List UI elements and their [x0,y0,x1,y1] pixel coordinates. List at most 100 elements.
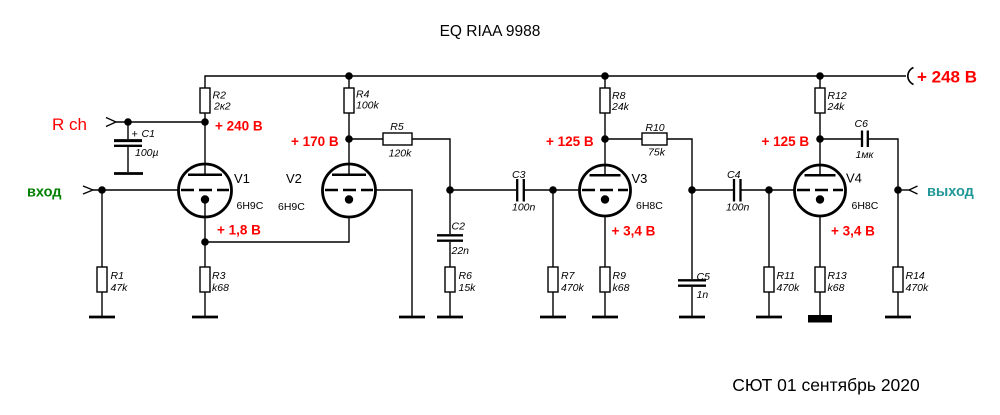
resistor-r14: R14 470k [885,190,930,319]
resistor-ref: R11 [777,270,795,282]
cathode-dot [344,195,354,204]
resistor-body [343,87,355,114]
tube-ref: V4 [846,171,862,186]
capacitor-polarity: + [132,129,138,141]
resistor-ref: R13 [828,270,847,282]
resistor-ref: R6 [459,270,473,282]
capacitor-ref: C4 [727,169,741,181]
voltage-label-v3-cathode: + 3,4 В [612,224,656,239]
resistor-value: 24k [827,101,846,113]
tube-type: 6Н9С [237,200,264,212]
resistor-body [892,266,904,293]
resistor-body [547,266,559,293]
tube-type: 6Н9С [278,201,305,213]
resistor-r3: R3 k68 [192,242,229,319]
resistor-r1: R1 47k [89,190,129,319]
resistor-value: 120k [389,148,413,160]
resistor-ref: R5 [390,121,404,133]
tube-type: 6Н8С [636,200,663,212]
capacitor-value: 100n [726,202,750,214]
resistor-value: 75k [648,147,666,159]
tube-ref: V3 [632,171,648,186]
resistor-body [199,266,211,293]
resistor-body [96,266,108,293]
wire [375,189,413,316]
output-label: выход [927,184,974,200]
resistor-ref: R14 [906,270,925,282]
resistor-value: 470k [777,282,801,294]
resistor-r10: R10 75k [605,122,693,190]
resistor-r9: R9 k68 [592,266,630,319]
tube-type: 6Н8С [852,200,879,212]
voltage-label-v3-anode: + 125 В [546,134,594,149]
wire [868,138,899,190]
input-section: вход [27,185,179,201]
resistor-body [599,266,611,293]
tube-v1: V1 6Н9С [177,122,264,242]
resistor-ref: R4 [356,89,370,101]
output-connector-icon [907,185,918,195]
resistor-ref: R1 [111,270,124,282]
resistor-ref: R10 [645,122,664,134]
resistor-ref: R8 [612,90,626,102]
capacitor-value: 1n [697,289,709,301]
resistor-r7: R7 470k [540,190,585,319]
resistor-r6: R6 15k [437,266,476,319]
resistor-value: k68 [212,282,229,294]
wire [205,217,350,243]
resistor-ref: R12 [828,90,847,102]
resistor-body [599,87,611,114]
resistor-value: 24k [611,101,630,113]
capacitor-value: 1мк [856,149,875,161]
resistor-ref: R2 [213,90,227,102]
v2-grid-ground [375,189,425,319]
resistor-value: k68 [613,282,630,294]
cathode-network: + 1,8 В [201,217,350,246]
resistor-value: 47k [111,282,129,294]
schematic-footer: СЮТ 01 сентябрь 2020 [732,375,920,395]
resistor-value: 470k [906,282,930,294]
capacitor-ref: C6 [855,118,869,130]
resistor-body [641,132,668,146]
resistor-value: 470k [561,282,585,294]
input-label: вход [27,185,62,201]
resistor-body [444,266,456,293]
voltage-label-v4-anode: + 125 В [762,134,810,149]
resistor-ref: R3 [212,270,226,282]
resistor-value: 2к2 [213,101,231,113]
resistor-value: 100k [356,100,380,112]
chassis-ground-icon [808,315,832,323]
supply-label: + 248 В [917,68,977,87]
resistor-r5: R5 120k [349,121,451,190]
capacitor-value: 22n [451,245,470,257]
capacitor-c2: C2 22n [437,190,469,267]
resistor-body [382,132,413,146]
tube-v3: V3 6Н8С + 3,4 В [578,139,663,267]
resistor-body [814,266,826,293]
capacitor-ref: C3 [512,169,526,181]
power-rail: + 248 В [204,66,977,88]
capacitor-c6: C6 1мк [820,118,899,190]
voltage-label-v2-anode: + 170 В [291,134,339,149]
resistor-r13: R13 k68 [808,266,847,323]
resistor-r2: R2 2к2 [199,87,231,122]
voltage-label-v1-anode: + 240 В [215,119,263,134]
schematic-title: EQ RIAA 9988 [440,23,541,40]
cathode-dot [200,195,210,204]
rail-wire [204,75,906,88]
capacitor-c4: C4 100n [692,169,795,214]
resistor-body [814,87,826,114]
tube-v2: V2 6Н9С [278,139,377,219]
tube-v4: V4 6Н8С + 3,4 В [793,139,879,267]
cathode-dot [815,195,825,204]
resistor-r4: R4 100k + 170 В [291,76,380,149]
voltage-label-v4-cathode: + 3,4 В [831,224,875,239]
supply-connector-icon [907,66,914,86]
capacitor-c3: C3 100n [450,169,580,214]
capacitor-c1: + C1 100µ [114,122,159,175]
resistor-r11: R11 470k [756,190,801,319]
wire [667,138,693,190]
wire [412,138,451,190]
